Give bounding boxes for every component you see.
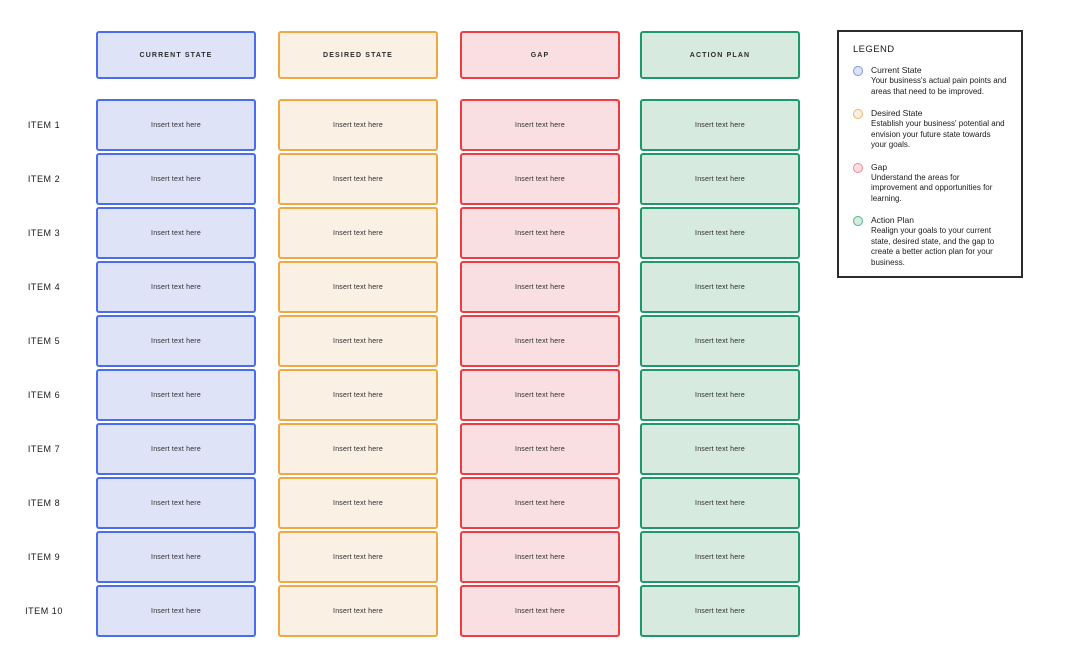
cell-action_plan-item-2[interactable]: Insert text here xyxy=(640,153,800,205)
cell-action_plan-item-10[interactable]: Insert text here xyxy=(640,585,800,637)
cell-action_plan-item-5[interactable]: Insert text here xyxy=(640,315,800,367)
matrix-row: ITEM 6 Insert text here Insert text here In… xyxy=(0,369,820,421)
cell-gap-item-10[interactable]: Insert text here xyxy=(460,585,620,637)
cell-current_state-item-2[interactable]: Insert text here xyxy=(96,153,256,205)
cell-current_state-item-4[interactable]: Insert text here xyxy=(96,261,256,313)
legend-entry-description: Establish your business' potential and e… xyxy=(871,119,1005,149)
cell-current_state-item-5[interactable]: Insert text here xyxy=(96,315,256,367)
matrix-row: ITEM 4 Insert text here Insert text here In… xyxy=(0,261,820,313)
cell-gap-item-3[interactable]: Insert text here xyxy=(460,207,620,259)
legend-entry-description: Understand the areas for improvement and… xyxy=(871,172,993,203)
cell-gap-item-6[interactable]: Insert text here xyxy=(460,369,620,421)
matrix-row: ITEM 3 Insert text here Insert text here In… xyxy=(0,207,820,259)
legend-entry-description: Your business's actual pain points and a… xyxy=(871,76,1007,96)
legend-entry-name: Gap xyxy=(871,161,888,172)
row-label-item-8: ITEM 8 xyxy=(27,498,61,508)
cell-current_state-item-7[interactable]: Insert text here xyxy=(96,423,256,475)
matrix-row: ITEM 9 Insert text here Insert text here In… xyxy=(0,531,820,583)
legend-entry-name: Current State xyxy=(871,65,922,75)
cell-action_plan-item-9[interactable]: Insert text here xyxy=(640,531,800,583)
circle-swatch-icon xyxy=(853,216,863,226)
cell-action_plan-item-1[interactable]: Insert text here xyxy=(640,99,800,151)
cell-gap-item-5[interactable]: Insert text here xyxy=(460,315,620,367)
cell-action_plan-item-8[interactable]: Insert text here xyxy=(640,477,800,529)
row-label-item-10: ITEM 10 xyxy=(25,606,63,616)
matrix-row: ITEM 7 Insert text here Insert text here In… xyxy=(0,423,820,475)
row-label-item-2: ITEM 2 xyxy=(27,174,61,184)
cell-action_plan-item-6[interactable]: Insert text here xyxy=(640,369,800,421)
cell-desired_state-item-4[interactable]: Insert text here xyxy=(278,261,438,313)
cell-desired_state-item-1[interactable]: Insert text here xyxy=(278,99,438,151)
cell-action_plan-item-3[interactable]: Insert text here xyxy=(640,207,800,259)
cell-gap-item-8[interactable]: Insert text here xyxy=(460,477,620,529)
cell-desired_state-item-6[interactable]: Insert text here xyxy=(278,369,438,421)
cell-desired_state-item-5[interactable]: Insert text here xyxy=(278,315,438,367)
matrix-row: ITEM 2 Insert text here Insert text here In… xyxy=(0,153,820,205)
cell-current_state-item-6[interactable]: Insert text here xyxy=(96,369,256,421)
cell-current_state-item-9[interactable]: Insert text here xyxy=(96,531,256,583)
cell-gap-item-1[interactable]: Insert text here xyxy=(460,99,620,151)
matrix-row: ITEM 5 Insert text here Insert text here In… xyxy=(0,315,820,367)
column-header-desired_state[interactable]: DESIRED STATE xyxy=(278,31,438,79)
matrix-row: ITEM 1 Insert text here Insert text here In… xyxy=(0,99,820,151)
row-label-item-4: ITEM 4 xyxy=(27,282,61,292)
cell-action_plan-item-4[interactable]: Insert text here xyxy=(640,261,800,313)
row-label-item-1: ITEM 1 xyxy=(27,120,61,130)
matrix-row: ITEM 8 Insert text here Insert text here In… xyxy=(0,477,820,529)
circle-swatch-icon xyxy=(853,66,863,76)
cell-action_plan-item-7[interactable]: Insert text here xyxy=(640,423,800,475)
column-header-gap[interactable]: GAP xyxy=(460,31,620,79)
cell-current_state-item-10[interactable]: Insert text here xyxy=(96,585,256,637)
cell-desired_state-item-10[interactable]: Insert text here xyxy=(278,585,438,637)
row-label-item-5: ITEM 5 xyxy=(27,336,61,346)
column-header-current_state[interactable]: CURRENT STATE xyxy=(96,31,256,79)
legend-title: LEGEND xyxy=(853,44,895,55)
row-label-item-3: ITEM 3 xyxy=(27,228,61,238)
cell-desired_state-item-9[interactable]: Insert text here xyxy=(278,531,438,583)
row-label-item-9: ITEM 9 xyxy=(27,552,61,562)
row-label-item-6: ITEM 6 xyxy=(27,390,61,400)
cell-gap-item-4[interactable]: Insert text here xyxy=(460,261,620,313)
legend-entry-name: Action Plan xyxy=(871,215,914,225)
legend-entry-description: Realign your goals to your current state… xyxy=(871,226,995,267)
cell-desired_state-item-7[interactable]: Insert text here xyxy=(278,423,438,475)
cell-gap-item-2[interactable]: Insert text here xyxy=(460,153,620,205)
matrix-row: ITEM 10 Insert text here Insert text here I… xyxy=(0,585,820,637)
cell-desired_state-item-3[interactable]: Insert text here xyxy=(278,207,438,259)
cell-gap-item-7[interactable]: Insert text here xyxy=(460,423,620,475)
cell-desired_state-item-2[interactable]: Insert text here xyxy=(278,153,438,205)
legend-entry-name: Desired State xyxy=(871,108,923,118)
row-label-item-7: ITEM 7 xyxy=(27,444,61,454)
matrix-header-row: CURRENT STATE DESIRED STATE GAP ACTION PLAN xyxy=(0,31,820,79)
cell-desired_state-item-8[interactable]: Insert text here xyxy=(278,477,438,529)
cell-gap-item-9[interactable]: Insert text here xyxy=(460,531,620,583)
gap-analysis-matrix: CURRENT STATE DESIRED STATE GAP ACTION PLAN… xyxy=(0,31,820,637)
circle-swatch-icon xyxy=(853,109,863,119)
cell-current_state-item-8[interactable]: Insert text here xyxy=(96,477,256,529)
column-header-action_plan[interactable]: ACTION PLAN xyxy=(640,31,800,79)
cell-current_state-item-3[interactable]: Insert text here xyxy=(96,207,256,259)
circle-swatch-icon xyxy=(853,162,863,173)
cell-current_state-item-1[interactable]: Insert text here xyxy=(96,99,256,151)
